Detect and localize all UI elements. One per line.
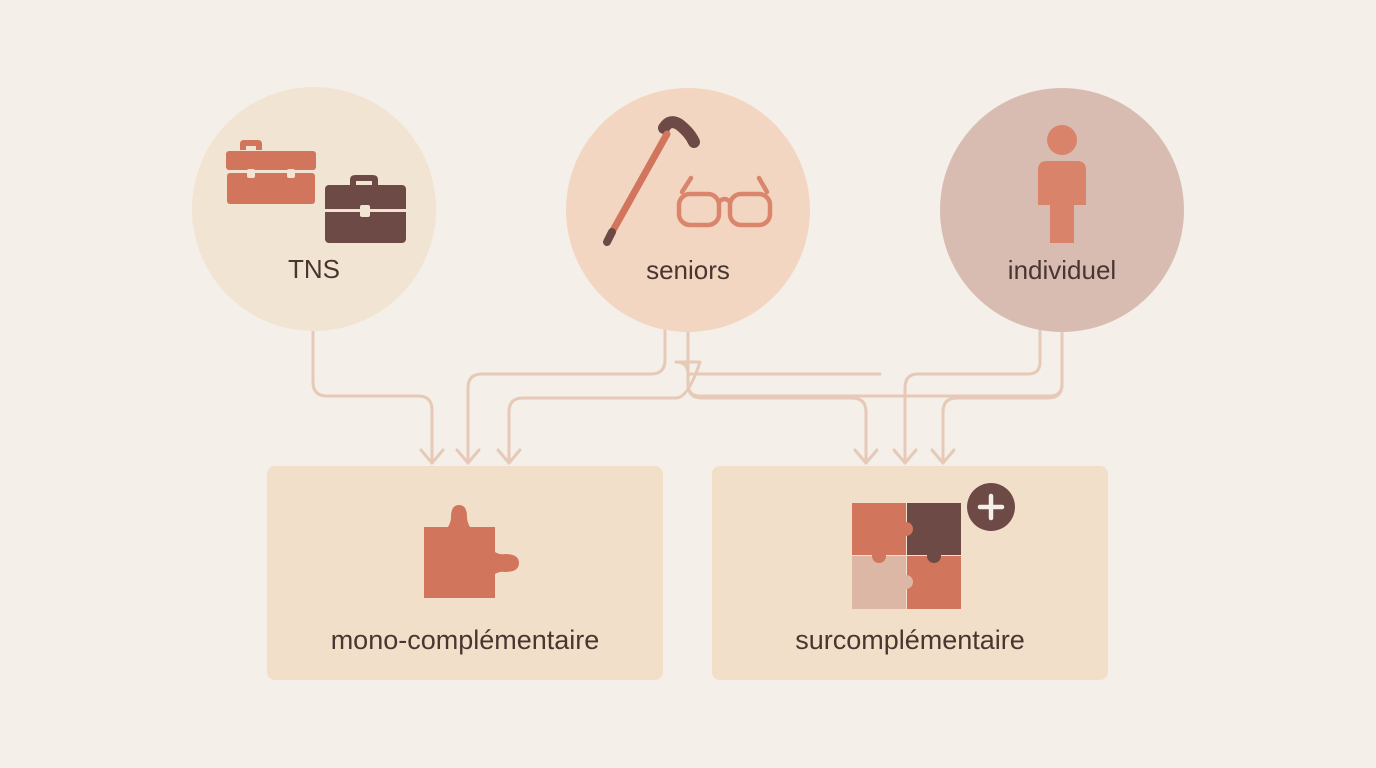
arrowhead-individuel-mono — [496, 448, 522, 465]
contract-label-mono: mono-complémentaire — [330, 625, 600, 655]
category-label-seniors: seniors — [646, 255, 730, 285]
person-icon — [1038, 125, 1086, 243]
arrowhead-individuel-sur-b — [930, 448, 956, 465]
category-label-individuel: individuel — [1007, 255, 1117, 285]
arrow-seniors-to-mono — [466, 328, 667, 464]
puzzle-assembled-icon — [852, 503, 961, 609]
arrow-seniors-to-sur — [686, 328, 868, 464]
arrow-tns-to-mono — [311, 328, 434, 464]
toolbox-icon — [226, 140, 316, 204]
category-seniors: seniors — [566, 88, 810, 332]
category-label-tns: TNS — [288, 254, 340, 284]
arrowhead-seniors-sur — [853, 448, 879, 465]
arrow-individuel-to-sur-a — [903, 328, 1042, 464]
category-individuel: individuel — [940, 88, 1184, 332]
plus-badge-icon — [967, 483, 1015, 531]
arrowhead-individuel-sur-a — [892, 448, 918, 465]
arrowhead-seniors-mono — [455, 448, 481, 465]
cane-icon — [603, 116, 700, 246]
contract-label-sur: surcomplémentaire — [795, 625, 1025, 655]
arrow-individuel-to-mono — [507, 328, 1064, 464]
puzzle-piece-icon — [424, 505, 519, 598]
glasses-icon — [676, 175, 773, 228]
arrowhead-tns-mono — [419, 448, 445, 465]
arrow-individuel-to-sur-b — [941, 328, 1064, 464]
contract-mono-complementaire: mono-complémentaire — [267, 466, 663, 680]
briefcase-icon — [325, 175, 406, 243]
category-tns: TNS — [192, 87, 436, 331]
contract-surcomplementaire: surcomplémentaire — [712, 466, 1108, 680]
